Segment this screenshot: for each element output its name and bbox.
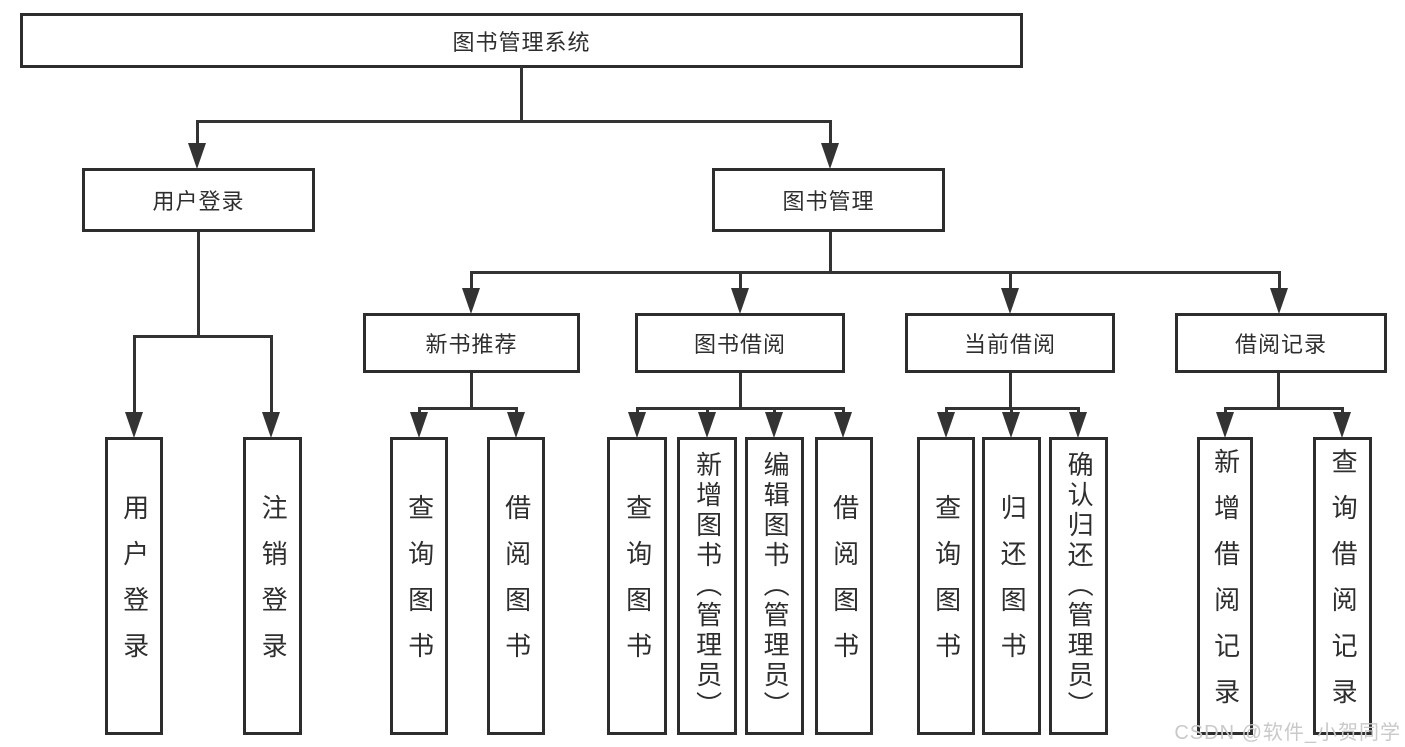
edge-drop-leaf-user-login: [133, 335, 136, 420]
node-leaf-query-borrow-record: 查询借阅记录: [1313, 437, 1372, 735]
node-label: 查询图书: [622, 494, 653, 678]
node-label: 借阅图书: [829, 494, 860, 678]
node-leaf-borrow-book-1: 借阅图书: [487, 437, 545, 735]
edge-new-book-rail: [418, 407, 517, 410]
arrowhead-new-book: [462, 288, 480, 314]
edge-user-login-rail: [133, 335, 273, 338]
edge-borrow-record-rail: [1224, 407, 1343, 410]
node-leaf-confirm-return-admin: 确认归还（管理员）: [1049, 437, 1108, 735]
arrowhead-d2: [1333, 412, 1351, 438]
node-label: 编辑图书（管理员）: [760, 451, 791, 721]
node-leaf-add-borrow-record: 新增借阅记录: [1197, 437, 1253, 735]
arrowhead-a1: [410, 412, 428, 438]
node-label: 查询图书: [404, 494, 435, 678]
arrowhead-b4: [834, 412, 852, 438]
node-current-borrow: 当前借阅: [905, 313, 1115, 373]
node-leaf-add-book-admin: 新增图书（管理员）: [677, 437, 737, 735]
arrowhead-d1: [1216, 412, 1234, 438]
edge-level3-rail: [470, 271, 1280, 274]
arrowhead-leaf-logout: [262, 412, 280, 438]
node-label: 新增图书（管理员）: [692, 451, 723, 721]
node-label: 查询图书: [931, 494, 962, 678]
edge-book-management-stem: [829, 232, 832, 273]
node-leaf-return-book: 归还图书: [982, 437, 1041, 735]
arrowhead-leaf-user-login: [125, 412, 143, 438]
arrowhead-book-management: [821, 143, 839, 169]
edge-book-borrow-rail: [636, 407, 845, 410]
edge-current-borrow-stem: [1009, 373, 1012, 409]
node-book-management-branch: 图书管理: [712, 168, 945, 232]
edge-user-login-stem: [197, 232, 200, 337]
arrowhead-b3: [765, 412, 783, 438]
node-user-login-branch: 用户登录: [82, 168, 315, 232]
arrowhead-b1: [628, 412, 646, 438]
node-leaf-query-book-1: 查询图书: [390, 437, 448, 735]
arrowhead-current-borrow: [1001, 288, 1019, 314]
edge-drop-user-login: [196, 120, 199, 152]
edge-drop-new-book: [470, 271, 473, 295]
arrowhead-user-login: [188, 143, 206, 169]
node-leaf-query-book-2: 查询图书: [607, 437, 667, 735]
node-label: 新增借阅记录: [1210, 448, 1241, 724]
node-borrow-record: 借阅记录: [1175, 313, 1387, 373]
arrowhead-c2: [1002, 412, 1020, 438]
node-label: 用户登录: [119, 494, 150, 678]
edge-drop-borrow-record: [1278, 271, 1281, 295]
edge-borrow-record-stem: [1277, 373, 1280, 409]
edge-drop-book-borrow: [739, 271, 742, 295]
node-leaf-logout: 注销登录: [243, 437, 302, 735]
edge-book-borrow-stem: [739, 373, 742, 409]
node-label: 确认归还（管理员）: [1064, 451, 1095, 721]
arrowhead-c1: [937, 412, 955, 438]
node-new-book-recommend: 新书推荐: [363, 313, 580, 373]
node-leaf-user-login: 用户登录: [105, 437, 163, 735]
arrowhead-book-borrow: [731, 288, 749, 314]
node-leaf-borrow-book-2: 借阅图书: [815, 437, 873, 735]
csdn-watermark: CSDN @软件_小贺同学: [1174, 722, 1401, 744]
edge-root-stem: [520, 66, 523, 123]
edge-drop-current-borrow: [1009, 271, 1012, 295]
arrowhead-borrow-record: [1270, 288, 1288, 314]
node-label: 借阅图书: [501, 494, 532, 678]
edge-new-book-stem: [470, 373, 473, 409]
node-label: 注销登录: [258, 494, 289, 678]
edge-level2-rail: [196, 120, 832, 123]
arrowhead-a2: [507, 412, 525, 438]
edge-drop-book-management: [829, 120, 832, 152]
node-book-borrow: 图书借阅: [635, 313, 845, 373]
node-leaf-edit-book-admin: 编辑图书（管理员）: [745, 437, 804, 735]
node-library-management-system: 图书管理系统: [20, 13, 1023, 68]
node-label: 查询借阅记录: [1328, 448, 1359, 724]
edge-drop-leaf-logout: [270, 335, 273, 420]
arrowhead-c3: [1069, 412, 1087, 438]
node-label: 归还图书: [997, 494, 1028, 678]
node-leaf-query-book-3: 查询图书: [917, 437, 975, 735]
arrowhead-b2: [698, 412, 716, 438]
